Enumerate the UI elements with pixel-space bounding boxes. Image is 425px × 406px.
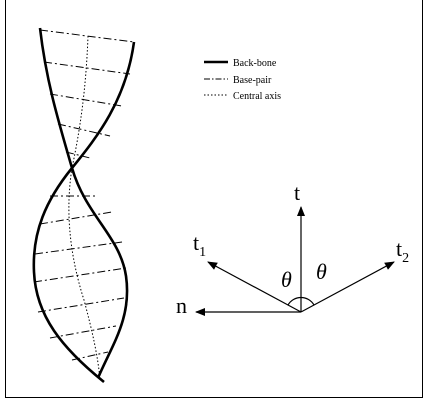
- base-pairs: [33, 29, 135, 361]
- central-axis: [68, 35, 101, 381]
- base-pair-line: [71, 351, 109, 361]
- base-pair-line: [33, 267, 127, 283]
- legend-label-axis: Central axis: [233, 91, 281, 102]
- legend: Back-bone Base-pair Central axis: [204, 58, 281, 102]
- base-pair-line: [34, 241, 123, 255]
- base-pair-line: [65, 151, 91, 159]
- base-pair-line: [39, 211, 113, 225]
- label-n: n: [176, 293, 187, 318]
- base-pair-line: [37, 297, 125, 313]
- base-pair-line: [57, 123, 111, 137]
- figure-frame: [5, 0, 423, 398]
- base-pair-line: [43, 61, 131, 75]
- backbone-strand-a: [38, 27, 129, 379]
- angle-arc: [287, 296, 315, 306]
- label-t2-sub: 2: [402, 251, 409, 266]
- backbone-strand-b: [32, 41, 136, 384]
- base-pair-line: [39, 29, 135, 43]
- helix: [32, 27, 136, 384]
- label-t: t: [294, 180, 300, 205]
- angle-label-right: θ: [316, 259, 327, 284]
- label-t1-main: t: [193, 230, 199, 255]
- base-pair-line: [49, 325, 117, 339]
- label-t1-sub: 1: [199, 245, 206, 260]
- vector-t1: [207, 261, 302, 313]
- legend-label-backbone: Back-bone: [233, 58, 277, 69]
- base-pair-line: [49, 93, 123, 107]
- label-t1: t1: [193, 230, 206, 260]
- angle-label-left: θ: [281, 267, 292, 292]
- label-t2-main: t: [396, 236, 402, 261]
- vector-t2: [300, 261, 395, 313]
- label-t2: t2: [396, 236, 409, 266]
- legend-label-basepair: Base-pair: [233, 75, 272, 86]
- vector-diagram: [195, 206, 395, 316]
